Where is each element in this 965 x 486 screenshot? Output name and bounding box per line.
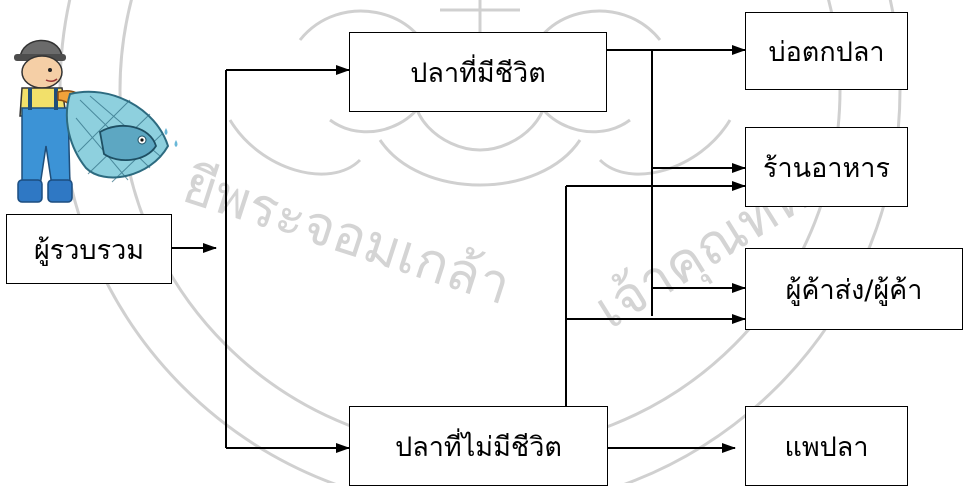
live-fish-node: ปลาที่มีชีวิต	[349, 32, 607, 112]
collector-label: ผู้รวบรวม	[33, 234, 145, 266]
live-fish-label: ปลาที่มีชีวิต	[410, 57, 546, 89]
restaurant-label: ร้านอาหาร	[763, 152, 890, 184]
fishing-pond-node: บ่อตกปลา	[745, 12, 908, 90]
restaurant-node: ร้านอาหาร	[745, 127, 908, 207]
fishing-pond-label: บ่อตกปลา	[768, 36, 885, 68]
dead-fish-node: ปลาที่ไม่มีชีวิต	[349, 406, 608, 486]
collector-node: ผู้รวบรวม	[6, 214, 172, 284]
fish-raft-label: แพปลา	[784, 431, 869, 463]
fisherman-holding-fish-icon	[14, 39, 178, 203]
dead-fish-label: ปลาที่ไม่มีชีวิต	[395, 431, 562, 463]
wholesaler-label: ผู้ค้าส่ง/ผู้ค้า	[785, 274, 923, 306]
fish-raft-node: แพปลา	[745, 406, 908, 486]
wholesaler-node: ผู้ค้าส่ง/ผู้ค้า	[745, 248, 963, 330]
